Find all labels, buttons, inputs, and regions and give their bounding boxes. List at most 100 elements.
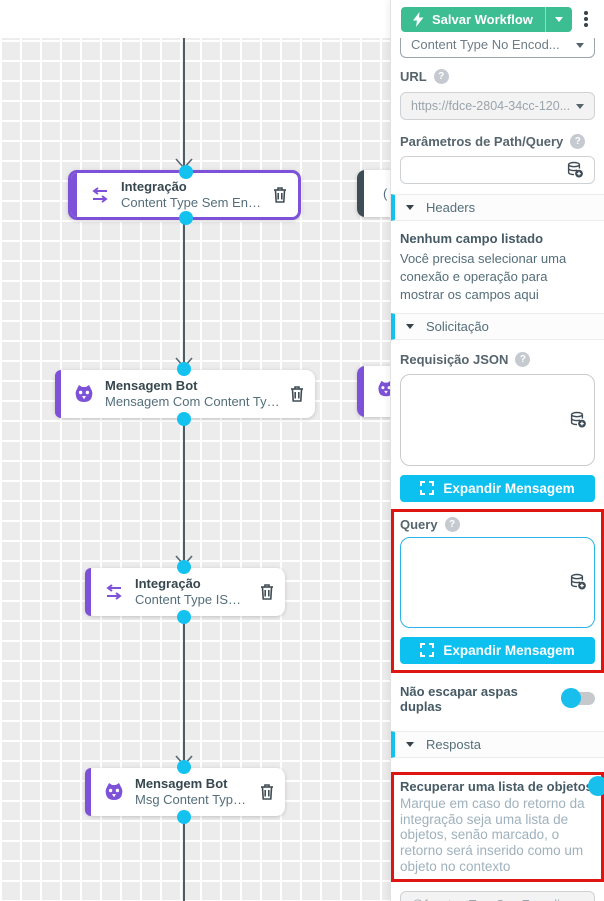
request-json-textarea[interactable]	[400, 373, 595, 466]
connection-select-value: Content Type No Encod...	[411, 37, 560, 52]
button-divider	[544, 6, 546, 32]
no-escape-label: Não escapar aspas duplas	[400, 683, 518, 714]
database-add-icon[interactable]	[569, 573, 587, 591]
path-query-label: Parâmetros de Path/Query	[400, 134, 564, 149]
chevron-down-icon	[406, 741, 414, 747]
response-list-help-text: Marque em caso do retorno da integração …	[400, 795, 585, 874]
swap-arrows-icon	[103, 583, 125, 601]
request-json-label-row: Requisição JSON ?	[400, 351, 595, 367]
bot-icon	[103, 781, 125, 803]
input-port[interactable]	[177, 362, 191, 376]
context-output-input[interactable]: @{contentTypeSemEncoding.me	[400, 890, 595, 901]
path-query-label-row: Parâmetros de Path/Query ?	[400, 134, 595, 149]
expand-message-button[interactable]: Expandir Mensagem	[400, 636, 595, 664]
save-workflow-main[interactable]: Salvar Workflow	[401, 11, 545, 27]
input-port[interactable]	[177, 560, 191, 574]
chevron-down-icon	[554, 16, 563, 22]
expand-icon	[420, 481, 435, 496]
headers-empty-text: Você precisa selecionar uma conexão e op…	[400, 251, 567, 302]
headers-empty-title: Nenhum campo listado	[400, 231, 544, 246]
save-workflow-button[interactable]: Salvar Workflow	[401, 6, 572, 32]
node-partial-text: (	[383, 186, 388, 201]
help-icon[interactable]: ?	[570, 134, 586, 149]
section-resposta[interactable]: Resposta	[391, 730, 604, 758]
output-port[interactable]	[177, 610, 191, 624]
section-solicitacao[interactable]: Solicitação	[391, 312, 604, 340]
expand-message-label: Expandir Mensagem	[443, 642, 575, 658]
section-resposta-label: Resposta	[426, 736, 481, 752]
input-port[interactable]	[177, 760, 191, 774]
output-port[interactable]	[179, 211, 193, 225]
expand-message-label: Expandir Mensagem	[443, 480, 575, 496]
query-label-row: Query ?	[400, 516, 595, 532]
node-accent-bar	[357, 170, 364, 217]
path-query-input[interactable]	[400, 156, 595, 184]
node-mensagem-bot-sem-encoding[interactable]: Mensagem Bot Mensagem Com Content Type S…	[55, 362, 315, 426]
url-select[interactable]: https://fdce-2804-34cc-120...	[400, 92, 595, 120]
annotation-box-query: Query ? Expandir Mensagem	[391, 508, 604, 673]
section-headers-label: Headers	[426, 200, 476, 215]
node-subtitle: Content Type Sem Encoding	[121, 195, 264, 210]
no-escape-row: Não escapar aspas duplas	[400, 684, 595, 714]
expand-message-button[interactable]: Expandir Mensagem	[400, 474, 595, 502]
context-output-value: @{contentTypeSemEncoding.me	[411, 898, 584, 901]
help-icon[interactable]: ?	[515, 351, 531, 367]
bot-icon	[73, 383, 95, 405]
help-icon[interactable]: ?	[444, 516, 460, 532]
response-list-toggle[interactable]	[587, 775, 604, 796]
response-list-row: Recuperar uma lista de objetos	[400, 775, 604, 796]
query-textarea[interactable]	[400, 536, 595, 628]
annotation-box-response-list: Recuperar uma lista de objetos Marque em…	[391, 771, 604, 882]
input-port[interactable]	[179, 165, 193, 179]
expand-icon	[420, 643, 435, 658]
no-escape-toggle[interactable]	[561, 688, 595, 709]
node-texts: Mensagem Bot Mensagem Com Content Type S…	[105, 378, 281, 411]
node-subtitle: Mensagem Com Content Type S...	[105, 394, 281, 409]
node-accent-bar	[55, 370, 61, 418]
node-integracao-iso-8859[interactable]: Integração Content Type ISO 8859	[85, 560, 285, 624]
section-headers[interactable]: Headers	[391, 194, 604, 221]
swap-arrows-icon	[89, 186, 111, 204]
bot-icon	[376, 379, 390, 404]
node-subtitle: Content Type ISO 8859	[135, 592, 251, 607]
database-add-icon[interactable]	[569, 411, 587, 429]
node-accent-bar	[85, 568, 91, 616]
output-port[interactable]	[177, 412, 191, 426]
chevron-down-icon	[576, 103, 584, 109]
panel-body: Content Type No Encod... URL ? https://f…	[391, 33, 604, 901]
url-label-row: URL ?	[400, 69, 595, 84]
url-label: URL	[400, 69, 427, 84]
node-texts: Integração Content Type Sem Encoding	[121, 179, 264, 212]
node-title: Integração	[135, 575, 201, 591]
trash-icon[interactable]	[289, 385, 305, 403]
properties-panel: Salvar Workflow Content Type No Encod...…	[390, 0, 604, 901]
node-accent-bar	[85, 768, 91, 816]
section-solicitacao-label: Solicitação	[426, 318, 489, 334]
panel-toolbar: Salvar Workflow	[391, 0, 604, 38]
node-subtitle: Msg Content Type ISO	[135, 792, 251, 807]
node-partial-bot[interactable]	[357, 366, 390, 417]
node-integracao-sem-encoding[interactable]: Integração Content Type Sem Encoding	[68, 165, 301, 225]
database-add-icon[interactable]	[566, 161, 584, 179]
node-accent-bar	[357, 366, 364, 417]
more-options-menu[interactable]	[578, 7, 594, 31]
request-json-label: Requisição JSON	[400, 351, 509, 367]
trash-icon[interactable]	[259, 783, 275, 801]
chevron-down-icon	[576, 43, 584, 48]
node-texts: Integração Content Type ISO 8859	[135, 576, 251, 609]
chevron-down-icon	[406, 323, 414, 329]
node-partial-dark[interactable]: (	[357, 170, 390, 217]
node-mensagem-bot-iso[interactable]: Mensagem Bot Msg Content Type ISO	[85, 760, 285, 824]
lightning-icon	[413, 11, 424, 27]
node-title: Integração	[121, 178, 187, 194]
trash-icon[interactable]	[272, 186, 288, 204]
response-list-label: Recuperar uma lista de objetos	[400, 778, 593, 794]
trash-icon[interactable]	[259, 583, 275, 601]
canvas-top-margin	[0, 0, 390, 38]
output-port[interactable]	[177, 810, 191, 824]
save-options-caret[interactable]	[546, 16, 572, 22]
workflow-canvas[interactable]: Integração Content Type Sem Encoding Men…	[0, 0, 390, 901]
help-icon[interactable]: ?	[433, 69, 449, 84]
node-texts: Mensagem Bot Msg Content Type ISO	[135, 776, 251, 809]
